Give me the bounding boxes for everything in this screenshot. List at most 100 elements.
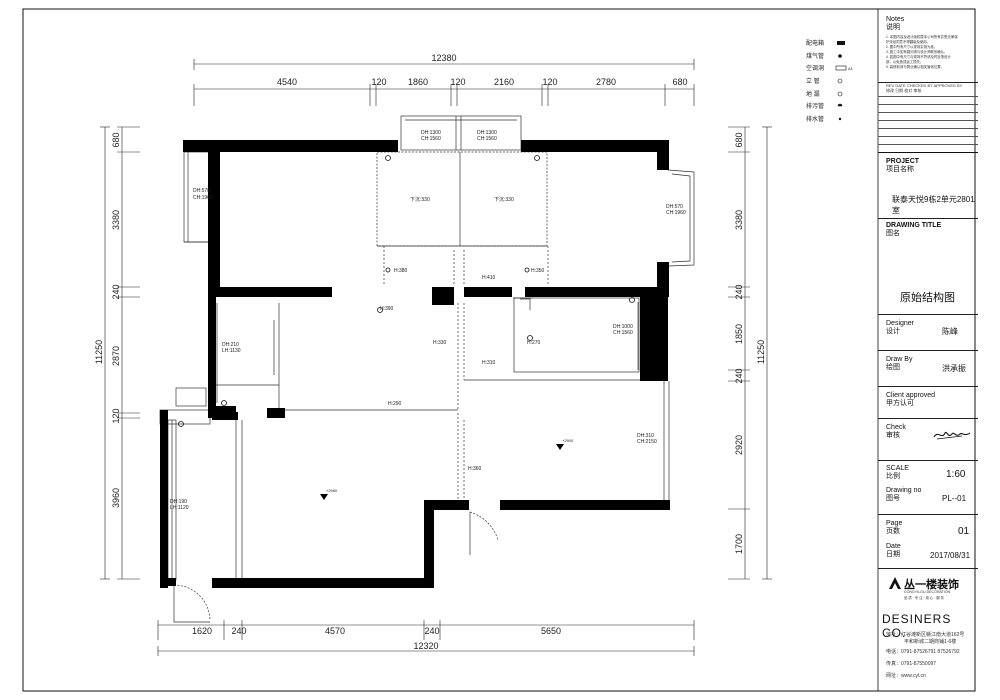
draw-by-name: 洪承振 — [942, 364, 966, 373]
label-ch-1560-a: CH:1560 — [421, 136, 441, 142]
label-h-380: H:380 — [394, 268, 408, 274]
scale-value: 1:60 — [946, 469, 966, 480]
dim-right-seg-5: 240 — [734, 368, 744, 383]
label-h-310: H:310 — [482, 360, 496, 366]
fax-line: 传真：0791-87550097 — [886, 661, 937, 667]
client-label-cn: 甲方认可 — [886, 400, 914, 407]
dim-right-seg-3: 240 — [734, 284, 744, 299]
label-h-410: H:410 — [482, 275, 496, 281]
address-line-1: 地址：红谷滩新区赣江南大道162号 — [886, 632, 965, 638]
label-dh-1000: DH:1000 — [613, 324, 633, 330]
designer-name: 陈峰 — [942, 327, 958, 336]
note-line-3: 2. 图中所有尺寸以现场实测为准。 — [886, 45, 938, 49]
dim-left-seg-3: 240 — [111, 284, 121, 299]
legend-label-1: 配电箱 — [806, 39, 824, 47]
draw-by-label-cn: 绘图 — [886, 364, 900, 371]
date-label-en: Date — [886, 543, 901, 550]
label-level-a: +2900 — [562, 438, 574, 443]
drawing-no-label-en: Drawing no — [886, 487, 922, 494]
riser-pipe-icon — [837, 78, 843, 84]
legend: 配电箱 煤气管 空调洞 立 管 地 漏 排污管 排水管 A1 — [806, 39, 854, 123]
rev-header: REV DATE CHECKED BY APPROVED BY — [886, 83, 963, 88]
company-slogan: 品 质 · 专 注 · 用 心 · 服 务 — [904, 596, 944, 600]
dim-left-seg-5: 120 — [111, 408, 121, 423]
dim-left-seg-1: 680 — [111, 132, 121, 147]
date-label-cn: 日期 — [886, 551, 900, 558]
label-sink-b: 下沉:330 — [494, 196, 514, 203]
check-label-en: Check — [886, 424, 906, 431]
drawing-title-label-en: DRAWING TITLE — [886, 222, 942, 229]
legend-label-5: 地 漏 — [806, 90, 820, 98]
label-dh-570-left: DH:570 — [193, 188, 210, 194]
designer-label-en: Designer — [886, 320, 915, 327]
plan-annotations: DH:570 CH:1960 DH:1300 CH:1560 DH:1300 C… — [170, 130, 686, 511]
floor-drain-icon — [837, 91, 843, 97]
dim-left-seg-6: 3960 — [111, 488, 121, 508]
address-line-2: 丰和新城二期商铺1-6楼 — [904, 639, 957, 645]
note-line-2: 护未经同意不得翻版及使用。 — [886, 40, 931, 44]
label-dh-1300-a: DH:1300 — [421, 130, 441, 136]
label-ch-1560-b: CH:1560 — [477, 136, 497, 142]
dim-right-seg-6: 2920 — [734, 435, 744, 455]
riser-markers — [178, 155, 635, 427]
structural-walls — [160, 140, 670, 588]
label-ch-2150: CH:2150 — [637, 439, 657, 445]
dim-right-seg-4: 1850 — [734, 324, 744, 344]
company-name-cn: 丛一楼装饰 — [904, 579, 959, 591]
label-h-290: H:290 — [388, 401, 402, 407]
dim-left-seg-2: 3380 — [111, 210, 121, 230]
dim-bottom-seg-4: 240 — [424, 626, 439, 636]
label-lh-1130: LH:1130 — [222, 348, 241, 354]
company-logo-icon — [889, 577, 901, 589]
gas-pipe-icon — [838, 54, 842, 58]
rev-header-cn: 修改 日期 校对 审核 — [886, 88, 922, 93]
notes-cn: 说明 — [886, 24, 900, 31]
drawing-title: 原始结构图 — [900, 292, 955, 304]
page-label-en: Page — [886, 520, 903, 527]
label-sink-a: 下沉:330 — [410, 196, 430, 203]
draw-by-label-en: Draw By — [886, 356, 913, 363]
note-line-1: 1. 本图内容及设计版权属本公司所有并受法律保 — [886, 35, 958, 39]
label-dh-210: DH:210 — [222, 342, 239, 348]
legend-label-2: 煤气管 — [806, 52, 824, 60]
label-h-270: H:270 — [527, 340, 541, 346]
dim-top-total: 12380 — [431, 53, 456, 63]
top-dimension-lines — [193, 59, 695, 106]
dim-top-seg-8: 680 — [672, 77, 687, 87]
note-line-6: 部，以免造成返工损失。 — [886, 60, 924, 64]
label-dh-1300-b: DH:1300 — [477, 130, 497, 136]
legend-label-7: 排水管 — [806, 115, 824, 123]
dim-bottom-seg-2: 240 — [231, 626, 246, 636]
label-h-360: H:360 — [468, 466, 482, 472]
dim-top-seg-6: 120 — [542, 77, 557, 87]
note-line-4: 3. 施工中如有疑问请与设计师联系确认。 — [886, 50, 948, 54]
label-h-330: H:330 — [433, 340, 447, 346]
dim-right-seg-7: 1700 — [734, 534, 744, 554]
client-label-en: Client approved — [886, 392, 936, 399]
distribution-box-icon — [837, 41, 845, 45]
left-dimension-lines — [100, 126, 140, 580]
dim-top-seg-3: 1860 — [408, 77, 428, 87]
legend-label-6: 排污管 — [806, 102, 824, 110]
right-dimension-lines — [728, 126, 772, 580]
label-dh-570-right: DH:570 — [666, 204, 683, 210]
note-line-5: 4. 若图中有尺寸与现场不符请及时反馈设计 — [886, 55, 951, 59]
note-line-7: 5. 装修前请与物业确认相关管线位置。 — [886, 65, 945, 69]
notes-en: Notes — [886, 16, 905, 23]
drawing-no-value: PL--01 — [942, 494, 967, 503]
level-markers — [320, 444, 564, 500]
dim-right-total: 11250 — [756, 340, 766, 364]
page-label-cn: 页数 — [886, 528, 900, 535]
company-name-en: CONGYILOU DECORATION — [904, 590, 951, 594]
dim-top-seg-7: 2780 — [596, 77, 616, 87]
drawing-no-label-cn: 图号 — [886, 495, 900, 502]
dim-right-seg-2: 3380 — [734, 210, 744, 230]
dim-right-seg-1: 680 — [734, 132, 744, 147]
label-dh-190: DH:190 — [170, 499, 187, 505]
dim-top-seg-5: 2160 — [494, 77, 514, 87]
dim-top-seg-4: 120 — [450, 77, 465, 87]
date-value: 2017/08/31 — [930, 551, 971, 560]
web-line: 网址：www.cyl.cn — [886, 673, 926, 679]
ac-hole-icon — [835, 65, 847, 71]
